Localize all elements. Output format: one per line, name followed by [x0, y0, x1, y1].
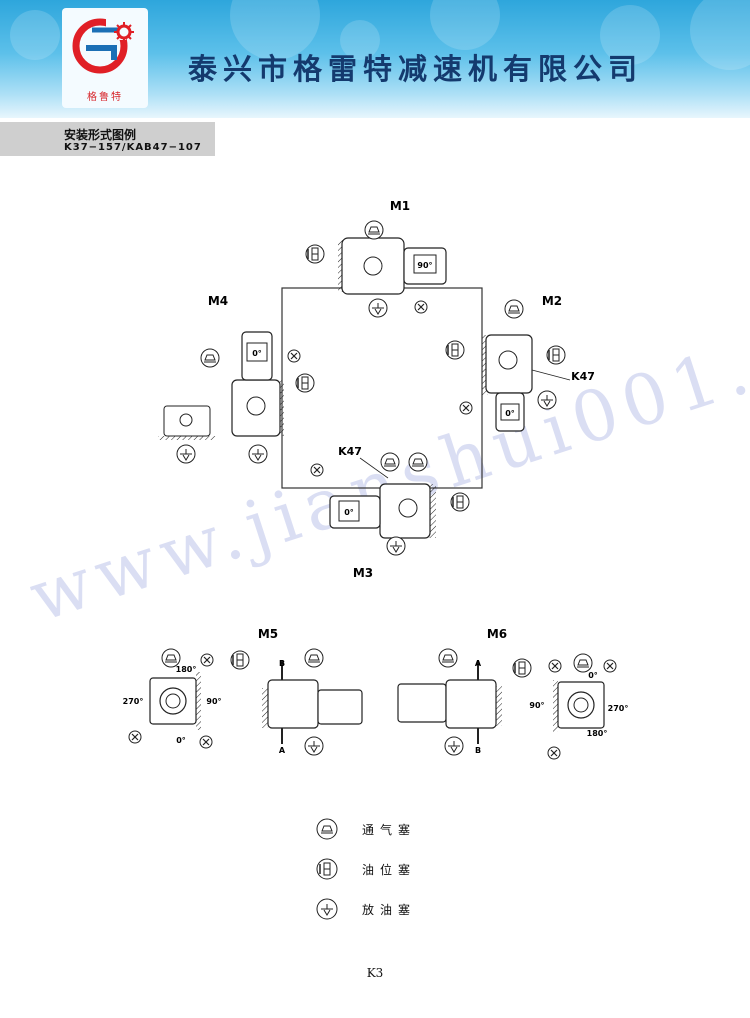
m2-motor-angle: 0°: [505, 409, 515, 418]
x-marker-icon: [310, 463, 324, 477]
m3-gearbox: [379, 483, 431, 539]
m5-angle-top: 180°: [176, 665, 197, 674]
m6-end-view: [557, 681, 605, 729]
x-marker-icon: [199, 735, 213, 749]
breather-plug-icon: [438, 648, 458, 668]
header-banner: 格鲁特 泰兴市格雷特减速机有限公司: [0, 0, 750, 118]
breather-plug-icon: [408, 452, 428, 472]
m6-angle-right: 270°: [608, 704, 629, 713]
m4-mounting: 0° M4: [158, 294, 315, 464]
m2-gearbox: [485, 334, 533, 394]
m1-label: M1: [390, 199, 410, 213]
x-marker-icon: [414, 300, 428, 314]
x-marker-icon: [459, 401, 473, 415]
drain-plug-icon: [304, 736, 324, 756]
m5-angle-left: 270°: [123, 697, 144, 706]
m4-label: M4: [208, 294, 228, 308]
legend-item-drain: 放油塞: [312, 894, 512, 924]
drain-plug-icon: [444, 736, 464, 756]
m6-angle-bottom: 180°: [587, 729, 608, 738]
company-name: 泰兴市格雷特减速机有限公司: [188, 52, 644, 86]
m5-end-view: [149, 677, 197, 725]
m6-mounting: M6 A B 0° 90° 270° 180°: [397, 627, 629, 760]
drain-plug-icon: [537, 390, 557, 410]
m2-mounting: 0° M2 K47: [445, 294, 595, 432]
m5-mounting: M5 180° 270° 90° 0° B A: [123, 627, 363, 756]
oil-level-plug-icon: [295, 373, 315, 393]
m4-gearbox: [231, 379, 281, 437]
m4-motor-angle: 0°: [252, 349, 262, 358]
m5-label: M5: [258, 627, 278, 641]
m5-side-bottom: A: [279, 746, 286, 755]
m5-side-gearbox: [267, 679, 319, 729]
drain-plug-icon: [248, 444, 268, 464]
drain-plug-icon: [368, 298, 388, 318]
oil-level-plug-icon: [546, 345, 566, 365]
m3-label: M3: [353, 566, 373, 580]
breather-plug-icon: [573, 653, 593, 673]
m6-label: M6: [487, 627, 507, 641]
breather-plug-icon: [364, 220, 384, 240]
x-marker-icon: [603, 659, 617, 673]
oil-level-plug-icon: [512, 658, 532, 678]
m6-side-bottom: B: [475, 746, 481, 755]
logo-caption: 格鲁特: [87, 92, 123, 103]
section-title: 安装形式图例: [64, 128, 137, 142]
m6-angle-top: 0°: [588, 671, 598, 680]
gear-logo-icon: [72, 18, 134, 74]
m6-side-motor: [397, 683, 447, 723]
legend-label: 通气塞: [362, 823, 417, 837]
oil-level-plug-icon: [305, 244, 325, 264]
company-logo: 格鲁特: [62, 8, 148, 108]
m1-motor-angle: 90°: [417, 261, 432, 270]
oil-level-plug-icon: [230, 650, 250, 670]
m6-side-gearbox: [445, 679, 497, 729]
breather-plug-icon: [316, 818, 338, 840]
breather-plug-icon: [304, 648, 324, 668]
section-label: 安装形式图例 K37−157/KAB47−107: [0, 122, 215, 156]
m3-motor-angle: 0°: [344, 508, 354, 517]
m5-angle-bottom: 0°: [176, 736, 186, 745]
oil-level-plug-icon: [445, 340, 465, 360]
oil-level-plug-icon: [316, 858, 338, 880]
oil-level-plug-icon: [450, 492, 470, 512]
x-marker-icon: [548, 659, 562, 673]
m6-side-top: A: [475, 659, 482, 668]
breather-plug-icon: [380, 452, 400, 472]
breather-plug-icon: [161, 648, 181, 668]
drain-plug-icon: [176, 444, 196, 464]
m5-side-motor: [317, 689, 363, 725]
m2-label: M2: [542, 294, 562, 308]
m5-angle-right: 90°: [206, 697, 221, 706]
x-marker-icon: [128, 730, 142, 744]
m3-mounting: 0° K47 M3: [310, 445, 470, 580]
section-subtitle: K37−157/KAB47−107: [64, 142, 202, 153]
x-marker-icon: [200, 653, 214, 667]
m2-model-label: K47: [571, 370, 595, 383]
legend-item-breather: 通气塞: [312, 814, 512, 844]
legend-label: 油位塞: [362, 863, 417, 877]
m1-mounting: 90° M1: [305, 199, 447, 318]
m1-gearbox: [341, 237, 405, 295]
m3-model-label: K47: [338, 445, 362, 458]
mounting-diagram: 90° M1 0° M2 K47 0° K47: [123, 199, 629, 760]
legend-label: 放油塞: [362, 903, 417, 917]
m5-side-top: B: [279, 659, 285, 668]
legend-item-oil-level: 油位塞: [312, 854, 512, 884]
page-number: K3: [366, 966, 384, 980]
x-marker-icon: [287, 349, 301, 363]
drain-plug-icon: [386, 536, 406, 556]
m6-angle-left: 90°: [529, 701, 544, 710]
drain-plug-icon: [316, 898, 338, 920]
x-marker-icon: [547, 746, 561, 760]
breather-plug-icon: [200, 348, 220, 368]
breather-plug-icon: [504, 299, 524, 319]
